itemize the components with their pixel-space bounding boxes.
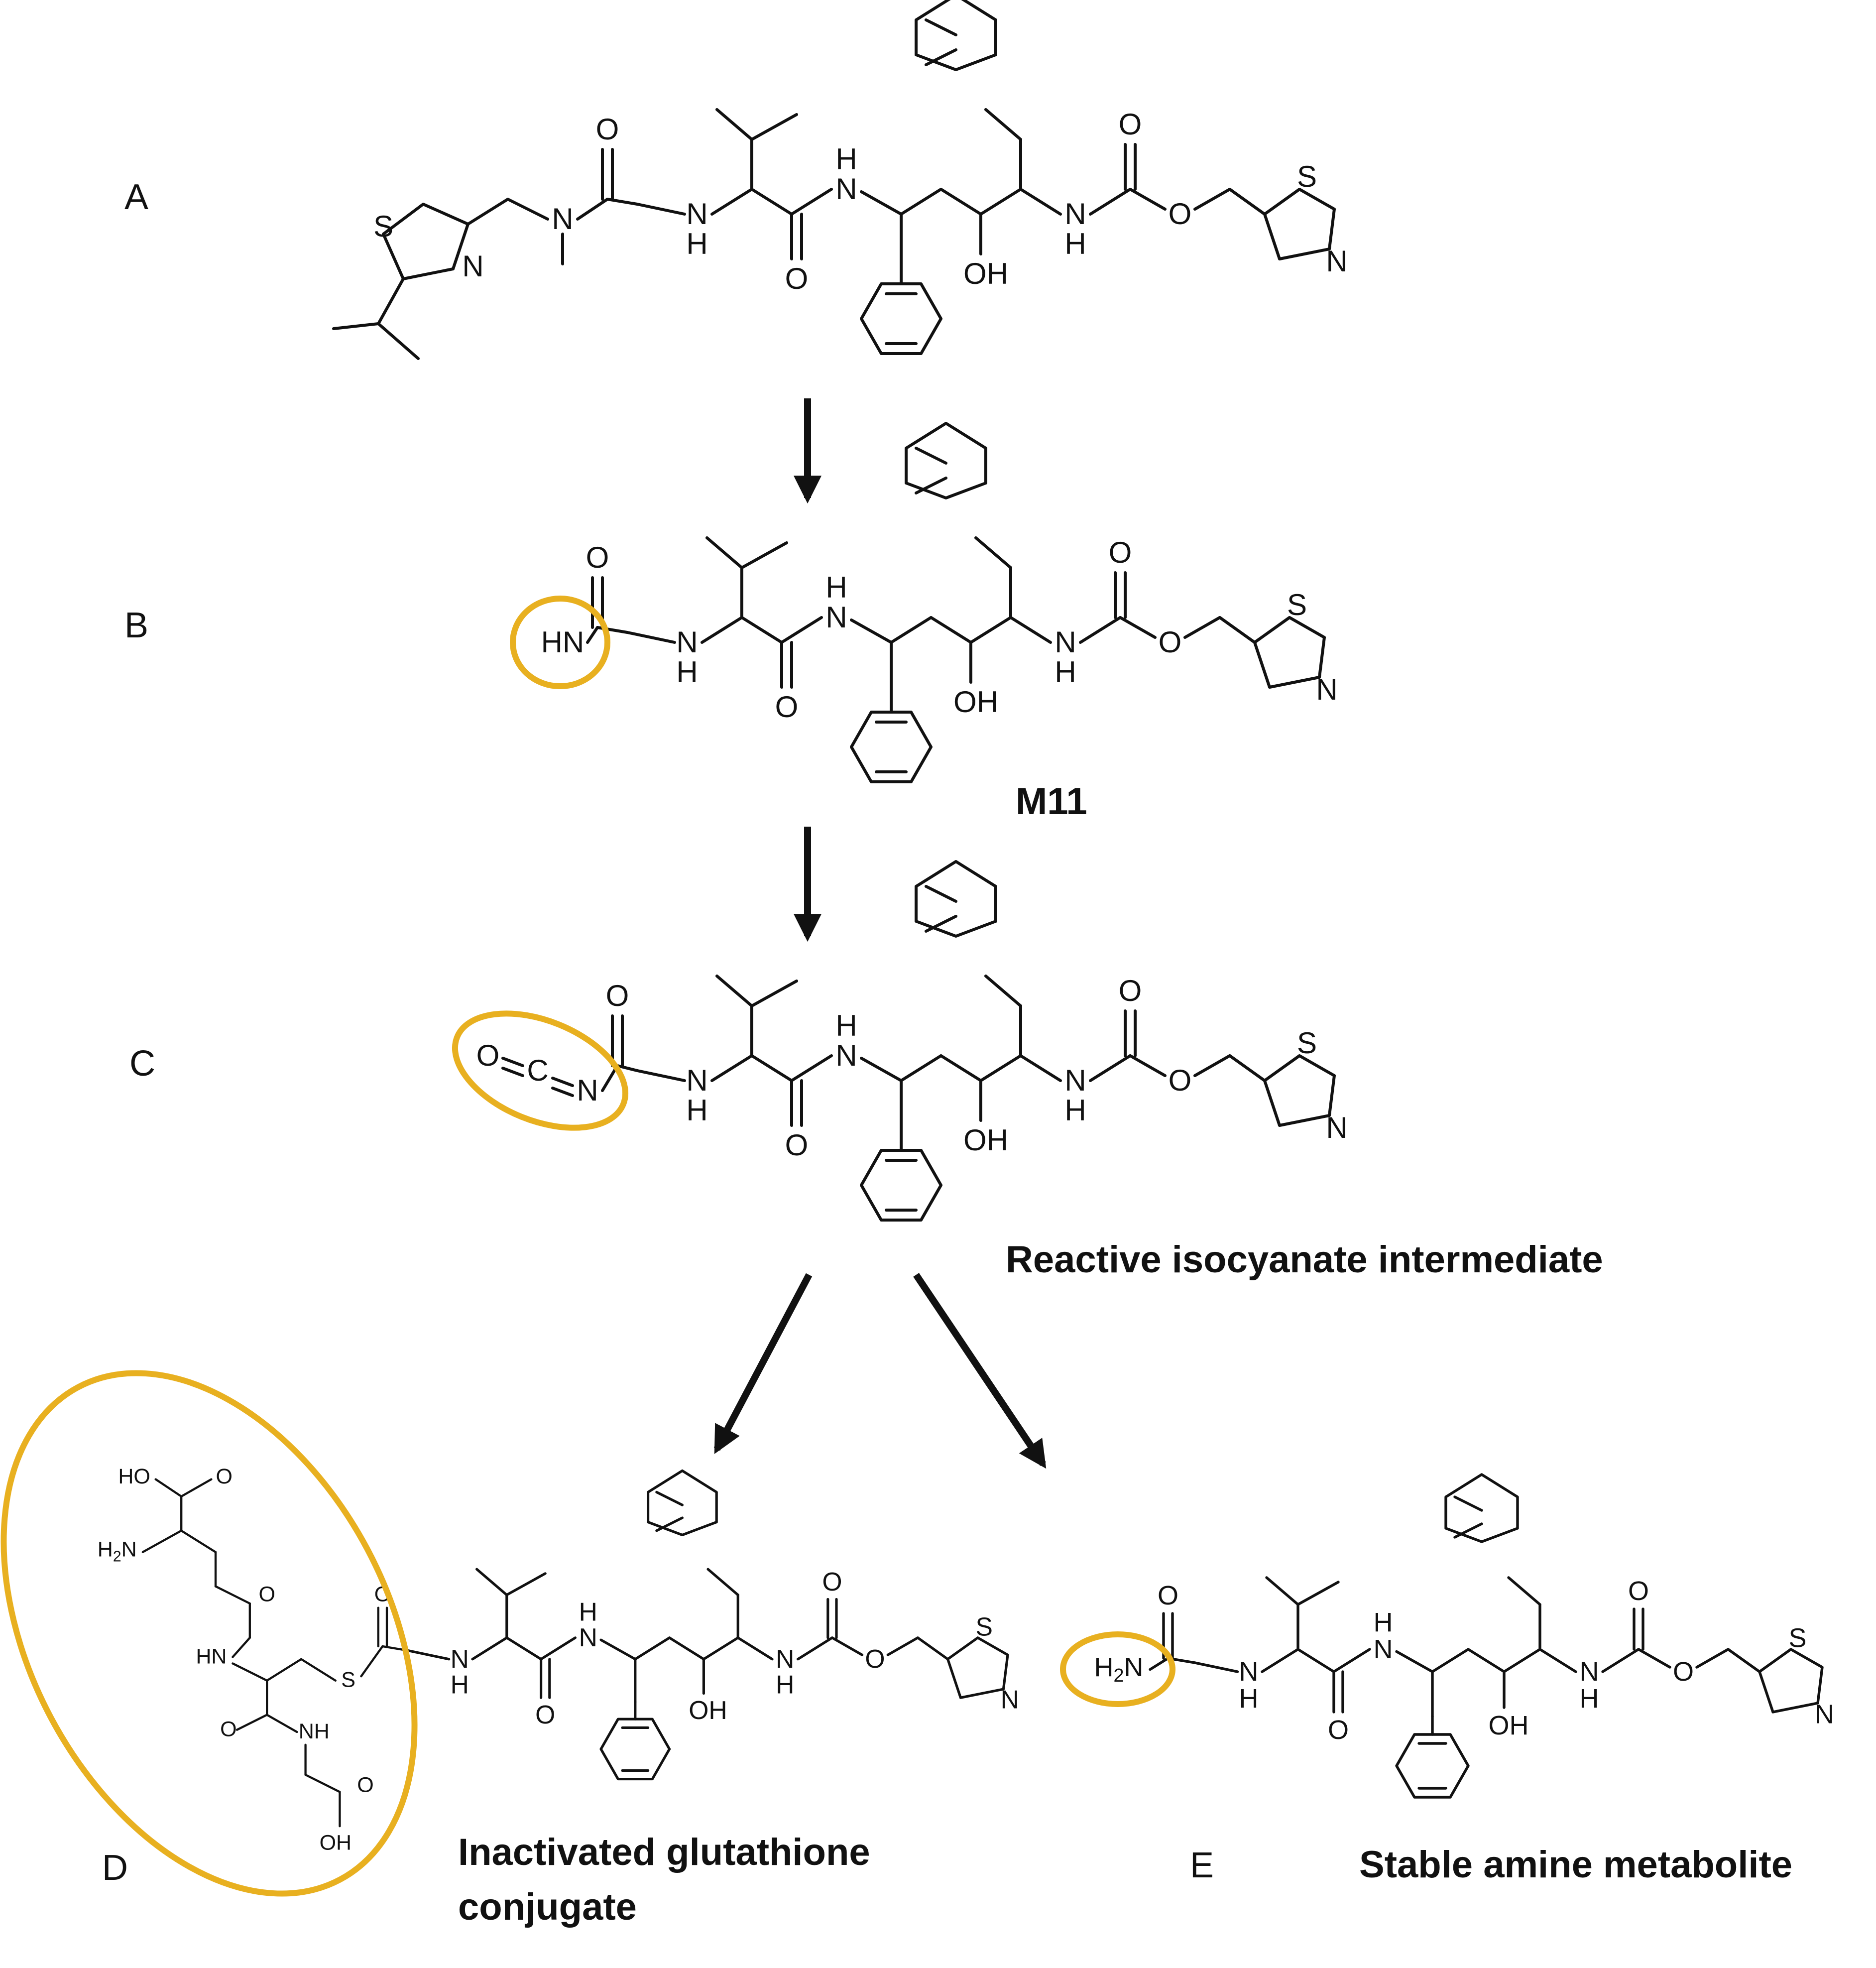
stage-label-a: A (124, 177, 148, 217)
stage-label-c: C (129, 1044, 155, 1084)
atom-s: S (341, 1668, 355, 1692)
atom-n: N (552, 202, 573, 236)
highlight-ring-glutathione (0, 1370, 418, 1897)
h2n-group: H2N (1094, 1652, 1143, 1686)
highlight-ring-isocyanate (452, 1010, 629, 1131)
hn-group: HN (541, 625, 585, 659)
atom-o: O (476, 1039, 500, 1072)
atom-o: O (596, 113, 619, 146)
highlight-ring-h2n (1060, 1631, 1175, 1707)
stage-label-d: D (102, 1848, 128, 1888)
atom-n: N (462, 249, 483, 283)
atom-o: O (606, 979, 629, 1012)
atom-nh: NH (299, 1720, 330, 1743)
arrow-c-to-e (913, 1273, 1047, 1469)
atom-hn: HN (196, 1644, 227, 1668)
stage-label-b: B (124, 606, 148, 645)
atom-n: N (577, 1074, 598, 1107)
atom-o: O (220, 1718, 236, 1741)
atom-o: O (258, 1583, 275, 1606)
atom-c: C (527, 1054, 548, 1087)
stage-label-e: E (1190, 1845, 1214, 1885)
atom-oh: OH (320, 1831, 352, 1855)
arrow-c-to-d (713, 1273, 813, 1454)
caption-m11: M11 (1016, 780, 1087, 823)
atom-o: O (216, 1465, 232, 1488)
atom-o: O (586, 541, 609, 574)
molecule-c: O C N O (476, 861, 1348, 1220)
atom-ho: HO (118, 1465, 150, 1488)
molecule-d: HO O H2N O HN S O NH O OH O (98, 1465, 1019, 1855)
caption-amine: Stable amine metabolite (1359, 1844, 1792, 1886)
molecule-e: H2N O (1094, 1475, 1834, 1797)
caption-glutathione-line2: conjugate (458, 1886, 637, 1928)
molecule-a: S N N O (332, 0, 1348, 360)
atom-o: O (1158, 1581, 1178, 1610)
caption-isocyanate: Reactive isocyanate intermediate (1006, 1238, 1603, 1281)
molecule-b: HN O (541, 423, 1338, 782)
atom-h2n: H2N (98, 1537, 137, 1565)
atom-o: O (357, 1773, 373, 1797)
atom-s: S (373, 210, 393, 243)
highlight-ring-hn (510, 596, 610, 689)
caption-glutathione-line1: Inactivated glutathione (458, 1831, 870, 1873)
